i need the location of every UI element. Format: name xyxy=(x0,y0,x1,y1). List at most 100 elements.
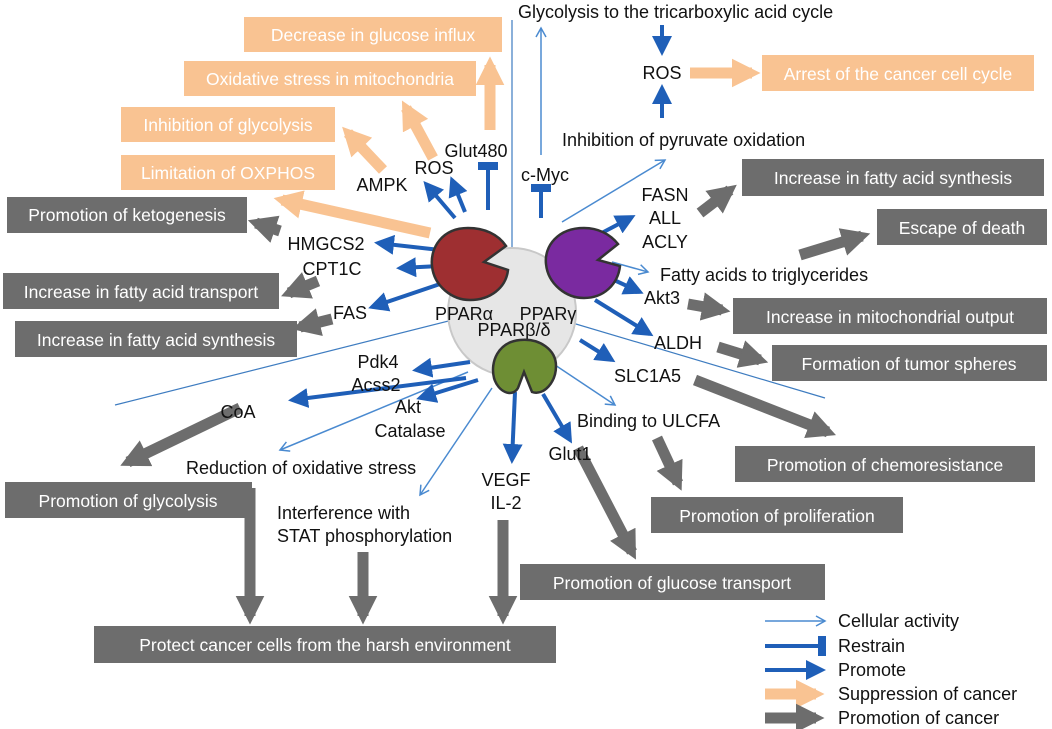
label-cpt1c: CPT1C xyxy=(302,259,361,279)
label-pdk4: Pdk4 xyxy=(357,352,398,372)
label-fas: FAS xyxy=(333,303,367,323)
label-interference-1: Interference with xyxy=(277,503,410,523)
legend-restrain-label: Restrain xyxy=(838,636,905,656)
box-chemoresistance-bg xyxy=(735,446,1035,482)
arrow-fas-synthesis xyxy=(291,308,334,337)
label-interference-2: STAT phosphorylation xyxy=(277,526,452,546)
label-ros-top: ROS xyxy=(642,63,681,83)
box-mito-output-bg xyxy=(733,298,1047,334)
ppar-alpha-icon xyxy=(430,226,510,302)
label-ros-alpha: ROS xyxy=(414,158,453,178)
box-fa-transport: Increase in fatty acid transport xyxy=(3,273,279,309)
arrow-gamma-pyruvate xyxy=(561,159,667,223)
arrow-glut1-glucose xyxy=(573,445,637,560)
arrow-hmgcs2-ketogenesis xyxy=(247,215,282,243)
box-proliferation-bg xyxy=(651,497,903,533)
arrow-alpha-ampk xyxy=(423,180,457,220)
arrow-beta-slc1a5 xyxy=(578,338,616,363)
box-oxidative-stress-text: Oxidative stress in mitochondria xyxy=(206,69,454,89)
label-coa: CoA xyxy=(220,402,255,422)
arrow-ulcfa-proliferation xyxy=(652,435,683,491)
arrow-fasn-synthesis xyxy=(696,184,737,218)
label-all: ALL xyxy=(649,208,681,228)
label-glut1: Glut1 xyxy=(548,444,591,464)
box-limitation-oxphos: Limitation of OXPHOS xyxy=(121,155,335,190)
label-fasn: FASN xyxy=(641,185,688,205)
label-il2: IL-2 xyxy=(490,493,521,513)
box-glucose-transport: Promotion of glucose transport xyxy=(520,564,825,600)
promotion-boxes: Promotion of ketogenesis Increase in fat… xyxy=(3,159,1047,663)
box-glycolysis-bg xyxy=(5,482,252,518)
box-arrest-cycle: Arrest of the cancer cell cycle xyxy=(762,55,1034,91)
ppar-beta-icon xyxy=(491,338,558,395)
label-ampk: AMPK xyxy=(356,175,407,195)
box-fa-transport-bg xyxy=(3,273,279,309)
box-protect-bg xyxy=(94,626,556,663)
box-fa-transport-text: Increase in fatty acid transport xyxy=(24,282,259,302)
box-arrest-cycle-text: Arrest of the cancer cell cycle xyxy=(784,64,1013,84)
arrow-gamma-tg xyxy=(611,261,650,276)
box-glucose-transport-bg xyxy=(520,564,825,600)
box-proliferation: Promotion of proliferation xyxy=(651,497,903,533)
box-ketogenesis-text: Promotion of ketogenesis xyxy=(28,205,226,225)
box-protect: Protect cancer cells from the harsh envi… xyxy=(94,626,556,663)
label-reduction-ox: Reduction of oxidative stress xyxy=(186,458,416,478)
arrow-beta-akt xyxy=(416,378,479,403)
box-glucose-transport-text: Promotion of glucose transport xyxy=(553,573,791,593)
box-fa-synthesis-left-text: Increase in fatty acid synthesis xyxy=(37,330,276,350)
arrow-alpha-fas xyxy=(368,282,441,312)
box-decrease-glucose-text: Decrease in glucose influx xyxy=(271,25,476,45)
arrow-cpt1c-transport xyxy=(281,272,321,299)
legend-suppression-label: Suppression of cancer xyxy=(838,684,1017,704)
box-oxidative-stress-bg xyxy=(184,61,476,96)
box-arrest-cycle-bg xyxy=(762,55,1034,91)
box-fa-synthesis-right-text: Increase in fatty acid synthesis xyxy=(774,168,1013,188)
ppar-alpha-label: PPARα xyxy=(435,304,493,324)
receptor-ppar-beta: PPARβ/δ xyxy=(477,320,558,395)
box-inhibition-glycolysis: Inhibition of glycolysis xyxy=(121,107,335,142)
label-glycolysis-tca: Glycolysis to the tricarboxylic acid cyc… xyxy=(518,2,833,22)
box-inhibition-glycolysis-text: Inhibition of glycolysis xyxy=(143,115,312,135)
legend: Cellular activity Restrain Promote Suppr… xyxy=(765,611,1017,729)
box-glycolysis: Promotion of glycolysis xyxy=(5,482,252,518)
box-fa-synthesis-right-bg xyxy=(742,159,1044,196)
box-protect-text: Protect cancer cells from the harsh envi… xyxy=(139,635,511,655)
arrow-beta-pdk4 xyxy=(412,357,471,378)
label-fatty-acids-tg: Fatty acids to triglycerides xyxy=(660,265,868,285)
arrow-akt3-mito xyxy=(687,292,731,321)
receptor-ppar-gamma: PPARγ xyxy=(520,226,622,324)
promote-arrows xyxy=(288,25,672,464)
arrow-coa-glycolysis xyxy=(120,403,243,467)
box-proliferation-text: Promotion of proliferation xyxy=(679,506,875,526)
arrow-ampk-glycolysis xyxy=(342,126,387,174)
arrow-gamma-akt3 xyxy=(613,276,644,295)
box-tumor-spheres: Formation of tumor spheres xyxy=(772,345,1047,381)
box-limitation-oxphos-text: Limitation of OXPHOS xyxy=(141,163,315,183)
promotion-arrows xyxy=(120,184,871,625)
box-tumor-spheres-bg xyxy=(772,345,1047,381)
arrow-alpha-oxphos xyxy=(273,190,432,239)
box-mito-output: Increase in mitochondrial output xyxy=(733,298,1047,334)
label-vegf: VEGF xyxy=(481,470,530,490)
box-inhibition-glycolysis-bg xyxy=(121,107,335,142)
label-inhibition-pyruvate: Inhibition of pyruvate oxidation xyxy=(562,130,805,150)
label-glut480: Glut480 xyxy=(444,141,507,161)
arrow-aldh-spheres xyxy=(716,340,769,368)
arrow-slc1a5-chemo xyxy=(692,374,836,439)
arrow-beta-glut1 xyxy=(541,392,573,444)
box-escape-death-text: Escape of death xyxy=(899,218,1025,238)
box-limitation-oxphos-bg xyxy=(121,155,335,190)
legend-cellular-activity-label: Cellular activity xyxy=(838,611,959,631)
arrow-gamma-aldh xyxy=(593,298,654,337)
arrow-beta-ulcfa xyxy=(554,364,617,406)
label-binding-ulcfa: Binding to ULCFA xyxy=(577,411,720,431)
box-tumor-spheres-text: Formation of tumor spheres xyxy=(802,354,1017,374)
node-labels: Glycolysis to the tricarboxylic acid cyc… xyxy=(186,2,868,546)
arrow-tg-escape xyxy=(798,228,871,261)
arrow-beta-interference xyxy=(419,387,493,497)
label-catalase: Catalase xyxy=(374,421,445,441)
box-chemoresistance-text: Promotion of chemoresistance xyxy=(767,455,1003,475)
box-mito-output-text: Increase in mitochondrial output xyxy=(766,307,1014,327)
box-fa-synthesis-left-bg xyxy=(15,321,297,357)
